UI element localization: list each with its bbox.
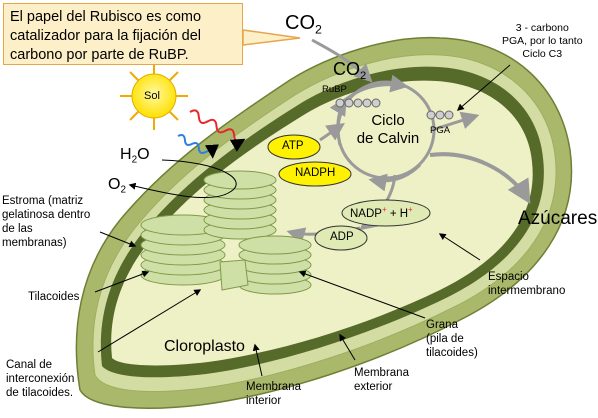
grana-label: Grana (pila de tilacoides) xyxy=(426,319,478,359)
granum-center xyxy=(203,170,277,240)
atp-oval xyxy=(267,134,321,160)
callout-line-2: catalizador para la fijación del xyxy=(10,28,202,44)
co2-inside-label: CO2 xyxy=(333,59,367,82)
h2o-label: H2O xyxy=(120,146,150,166)
co2-arrow xyxy=(311,38,373,83)
pga-label: PGA xyxy=(430,125,451,136)
adp-label: ADP xyxy=(330,231,354,243)
chloroplast-label: Cloroplasto xyxy=(164,338,245,355)
o2-label: O2 xyxy=(108,176,126,196)
three-carbon-label: 3 - carbono PGA, por lo tanto Ciclo C3 xyxy=(502,22,583,60)
inner-membrane-label: Membrana interior xyxy=(246,381,301,407)
granum-right xyxy=(238,235,312,295)
sugars-label: Azúcares xyxy=(518,208,598,229)
calvin-arrow-right xyxy=(431,111,480,132)
sun-label: Sol xyxy=(144,90,160,102)
sun-icon xyxy=(120,62,188,130)
rubp-molecules xyxy=(335,98,381,108)
atp-label: ATP xyxy=(282,140,304,152)
atp-arrow xyxy=(319,122,345,142)
adp-oval xyxy=(314,225,368,251)
co2-outside-label: CO2 xyxy=(285,12,322,37)
callout-line-3: carbono por parte de RuBP. xyxy=(10,47,189,63)
thylakoids-label: Tilacoides xyxy=(28,291,80,303)
calvin-arrow-top xyxy=(344,74,409,102)
water-oxygen-loop xyxy=(128,159,237,198)
blue-light-wave xyxy=(177,134,219,159)
callout-pointer xyxy=(242,29,301,46)
rubp-label: RuBP xyxy=(322,84,347,95)
nadp-label: NADP+ + H+ xyxy=(350,205,413,220)
thylakoid-channel xyxy=(219,259,249,291)
stroma-label: Estroma (matriz gelatinosa dentro de las… xyxy=(2,195,91,249)
nadph-label: NADPH xyxy=(295,167,336,179)
nadph-oval xyxy=(278,161,352,187)
red-light-wave xyxy=(189,109,246,152)
intermembrane-space-label: Espacio intermembrano xyxy=(488,271,566,297)
nadp-oval xyxy=(341,199,431,227)
calvin-cycle-label: Ciclo de Calvin xyxy=(356,112,420,147)
label-pointers xyxy=(94,64,511,377)
callout-line-1: El papel del Rubisco es como xyxy=(10,9,202,25)
rubisco-callout: El papel del Rubisco es como catalizador… xyxy=(3,3,243,65)
calvin-arrow-bottom xyxy=(368,163,422,192)
channel-label: Canal de interconexión de tilacoides. xyxy=(6,359,75,399)
sugars-arrow xyxy=(429,152,531,205)
outer-membrane-label: Membrana exterior xyxy=(354,367,409,393)
pga-molecules xyxy=(426,110,454,120)
